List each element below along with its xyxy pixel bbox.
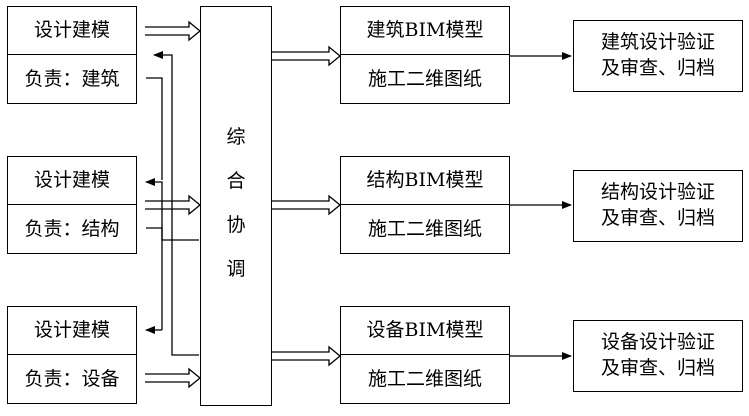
- double-arrow-coordination-to-structure-model: [272, 194, 342, 216]
- output-equipment: 设备BIM模型 施工二维图纸: [340, 306, 510, 404]
- design-unit-structure: 设计建模 负责：结构: [7, 156, 137, 254]
- verification-line: 设备设计验证: [600, 331, 715, 354]
- coordination-char: 综: [226, 126, 246, 148]
- feedback-to-architecture-owner: [153, 51, 199, 356]
- architecture-to-structure-link: [146, 77, 163, 180]
- bim-model-label: 设备BIM模型: [341, 307, 509, 355]
- structure-to-equipment-link: [146, 227, 163, 330]
- output-architecture: 建筑BIM模型 施工二维图纸: [340, 6, 510, 104]
- coordination-char: 合: [226, 170, 246, 192]
- verification-structure: 结构设计验证 及审查、归档: [573, 170, 743, 242]
- verification-line: 及审查、归档: [600, 357, 715, 379]
- double-arrow-architecture-to-coordination: [145, 20, 202, 42]
- output-structure: 结构BIM模型 施工二维图纸: [340, 156, 510, 254]
- owner-label: 负责：设备: [24, 367, 120, 390]
- drawing-label: 施工二维图纸: [367, 217, 482, 240]
- design-unit-architecture: 设计建模 负责：建筑: [7, 6, 137, 104]
- drawing-label: 施工二维图纸: [367, 67, 482, 90]
- double-arrow-coordination-to-architecture-model: [272, 45, 342, 67]
- verification-line: 及审查、归档: [600, 57, 715, 79]
- double-arrow-equipment-to-coordination: [145, 367, 202, 389]
- design-task-label: 设计建模: [8, 157, 136, 205]
- design-unit-equipment: 设计建模 负责：设备: [7, 306, 137, 404]
- coordination-char: 协: [226, 214, 246, 236]
- drawing-label: 施工二维图纸: [367, 367, 482, 390]
- bim-model-label: 结构BIM模型: [341, 157, 509, 205]
- design-task-label: 设计建模: [8, 7, 136, 55]
- verification-line: 及审查、归档: [600, 207, 715, 229]
- coordination-label: 综 合 协 调: [201, 115, 271, 291]
- verification-equipment: 设备设计验证 及审查、归档: [573, 320, 743, 392]
- verification-line: 建筑设计验证: [600, 31, 715, 54]
- bim-model-label: 建筑BIM模型: [341, 7, 509, 55]
- coordination-char: 调: [226, 258, 246, 280]
- double-arrow-coordination-to-equipment-model: [272, 345, 342, 367]
- verification-architecture: 建筑设计验证 及审查、归档: [573, 20, 743, 92]
- coordination-box: 综 合 协 调: [200, 6, 272, 406]
- verification-line: 结构设计验证: [600, 181, 715, 204]
- owner-label: 负责：结构: [24, 217, 120, 240]
- design-task-label: 设计建模: [8, 307, 136, 355]
- owner-label: 负责：建筑: [24, 67, 120, 90]
- feedback-to-structure-task: [145, 178, 199, 241]
